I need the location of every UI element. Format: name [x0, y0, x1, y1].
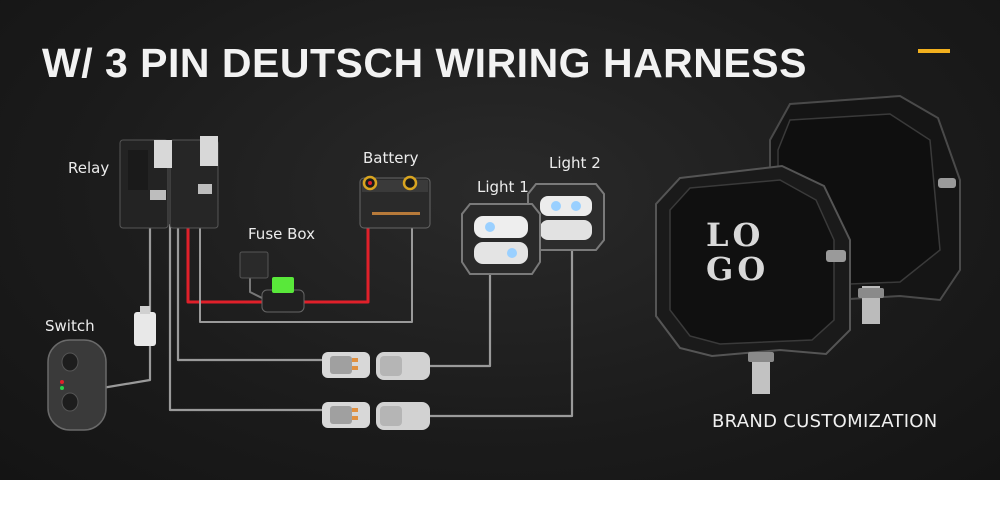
page-title: W/ 3 PIN DEUTSCH WIRING HARNESS [42, 40, 807, 86]
switch [47, 306, 156, 431]
logo-text-bottom: GO [706, 250, 770, 288]
light2-label: Light 2 [549, 154, 601, 172]
logo-text: LO GO [706, 218, 780, 286]
large-light-front [655, 164, 851, 394]
wiring-diagram [47, 94, 961, 431]
switch-label: Switch [45, 317, 95, 335]
deutsch-connector-1 [322, 352, 430, 380]
accent-bar [918, 49, 950, 53]
wires [100, 223, 574, 418]
relay [119, 136, 219, 229]
product-illustration: LO GO W/ 3 PIN DEUTSCH WIRING HARNESS Re… [0, 0, 1000, 480]
light-1 [461, 203, 541, 275]
fuse-box-label: Fuse Box [248, 225, 316, 243]
fuse-box [239, 251, 305, 313]
logo-text-top: LO [706, 216, 765, 254]
battery [359, 175, 431, 229]
brand-caption: BRAND CUSTOMIZATION [712, 411, 938, 432]
relay-label: Relay [68, 159, 110, 177]
deutsch-connector-2 [322, 402, 430, 430]
light1-label: Light 1 [477, 178, 529, 196]
battery-label: Battery [363, 149, 419, 167]
